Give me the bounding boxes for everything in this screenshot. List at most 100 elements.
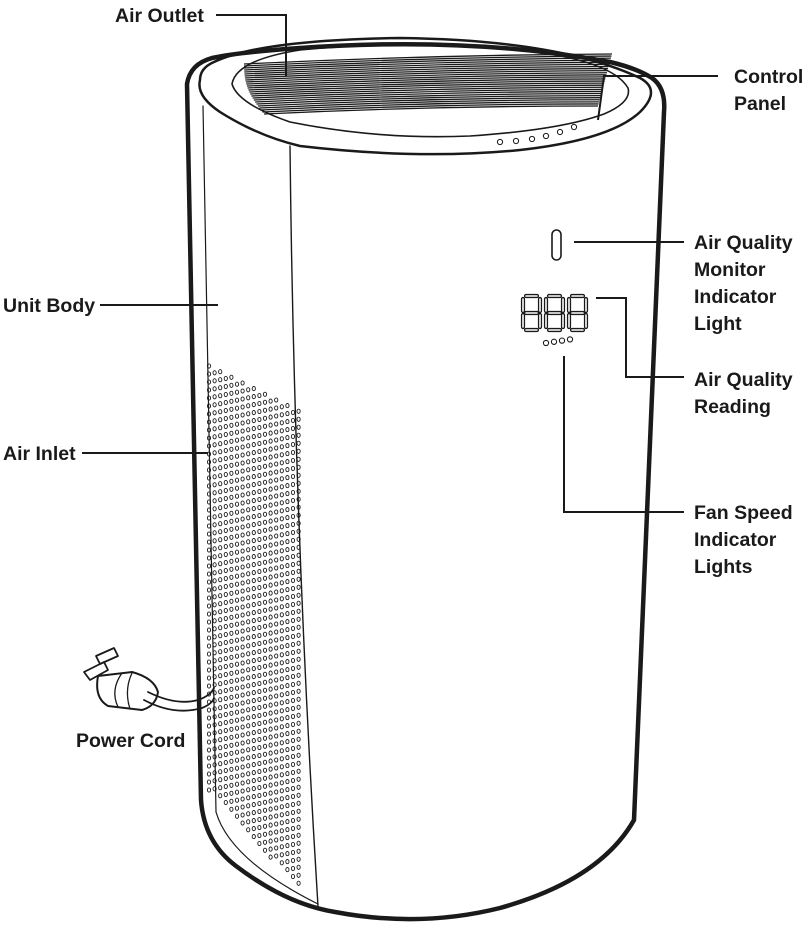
inlet-hole [257, 480, 262, 487]
inlet-hole [274, 565, 279, 571]
inlet-hole [285, 699, 290, 705]
inlet-hole [223, 607, 228, 614]
inlet-hole [257, 768, 262, 775]
inlet-hole [223, 511, 228, 518]
inlet-hole [274, 781, 279, 787]
inlet-hole [234, 669, 240, 675]
inlet-hole [285, 803, 290, 809]
inlet-hole [206, 499, 212, 505]
inlet-hole [262, 583, 268, 589]
inlet-hole [296, 664, 301, 670]
inlet-hole [240, 444, 245, 450]
inlet-hole [246, 755, 251, 761]
inlet-hole [206, 643, 212, 649]
inlet-hole [251, 426, 256, 432]
inlet-hole [229, 702, 234, 708]
grille-slat [252, 88, 603, 99]
grille-slat [260, 101, 600, 111]
inlet-hole [223, 783, 228, 790]
inlet-hole [279, 548, 284, 554]
inlet-hole [229, 486, 234, 492]
inlet-hole [290, 465, 296, 472]
inlet-hole [251, 506, 256, 512]
inlet-hole [229, 542, 234, 548]
inlet-hole [285, 451, 290, 457]
inlet-hole [206, 379, 212, 385]
inlet-hole [274, 485, 279, 491]
inlet-hole [246, 603, 251, 609]
inlet-hole [279, 860, 284, 866]
inlet-hole [279, 476, 284, 482]
inlet-hole [257, 536, 262, 543]
inlet-hole [285, 507, 290, 513]
inlet-hole [218, 753, 223, 759]
grille-slat [244, 67, 609, 79]
inlet-hole [257, 456, 262, 463]
power-cord [83, 647, 215, 712]
inlet-hole [257, 568, 262, 575]
inlet-hole [268, 462, 273, 468]
inlet-hole [262, 631, 268, 637]
inlet-hole [218, 761, 223, 767]
inlet-hole [212, 514, 217, 520]
inlet-hole [223, 463, 228, 470]
panel-button [556, 128, 564, 136]
inlet-hole [274, 405, 279, 411]
inlet-hole [246, 403, 251, 409]
inlet-hole [262, 591, 268, 597]
inlet-hole [218, 585, 223, 591]
inlet-hole [251, 834, 256, 840]
inlet-hole [290, 793, 296, 800]
inlet-hole [212, 554, 217, 560]
power-plug [83, 647, 159, 711]
inlet-hole [223, 591, 228, 598]
inlet-hole [212, 666, 217, 672]
inlet-hole [234, 613, 240, 619]
inlet-hole [279, 492, 284, 498]
inlet-hole [296, 552, 301, 558]
inlet-hole [268, 686, 273, 692]
inlet-hole [206, 707, 212, 713]
inlet-hole [262, 495, 268, 501]
inlet-hole [268, 750, 273, 756]
inlet-hole [229, 526, 234, 532]
inlet-hole [257, 560, 262, 567]
inlet-hole [206, 483, 212, 489]
inlet-hole [285, 851, 290, 857]
inlet-hole [240, 780, 245, 786]
inlet-hole [229, 446, 234, 452]
panel-button [496, 138, 504, 146]
inlet-hole [290, 513, 296, 520]
inlet-hole [274, 853, 279, 859]
inlet-hole [229, 518, 234, 524]
inlet-hole [234, 589, 240, 595]
inlet-hole [223, 647, 228, 654]
inlet-hole [223, 447, 228, 454]
inlet-hole [218, 777, 223, 783]
grille-slat [244, 55, 612, 67]
inlet-hole [223, 567, 228, 574]
inlet-hole [262, 543, 268, 549]
inlet-hole [229, 750, 234, 756]
inlet-hole [206, 683, 212, 689]
inlet-hole [268, 606, 273, 612]
inlet-hole [262, 431, 268, 437]
inlet-hole [229, 718, 234, 724]
inlet-hole [240, 796, 245, 802]
inlet-hole [246, 579, 251, 585]
inlet-hole [268, 822, 273, 828]
inlet-hole [240, 620, 245, 626]
inlet-hole [268, 438, 273, 444]
inlet-hole [240, 548, 245, 554]
inlet-hole [290, 609, 296, 616]
inlet-hole [290, 553, 296, 560]
inlet-hole [223, 535, 228, 542]
inlet-hole [218, 705, 223, 711]
inlet-hole [290, 665, 296, 672]
inlet-hole [290, 425, 296, 432]
inlet-hole [234, 701, 240, 707]
inlet-hole [285, 531, 290, 537]
inlet-hole [206, 515, 212, 521]
inlet-hole [223, 711, 228, 718]
inlet-hole [240, 820, 245, 826]
